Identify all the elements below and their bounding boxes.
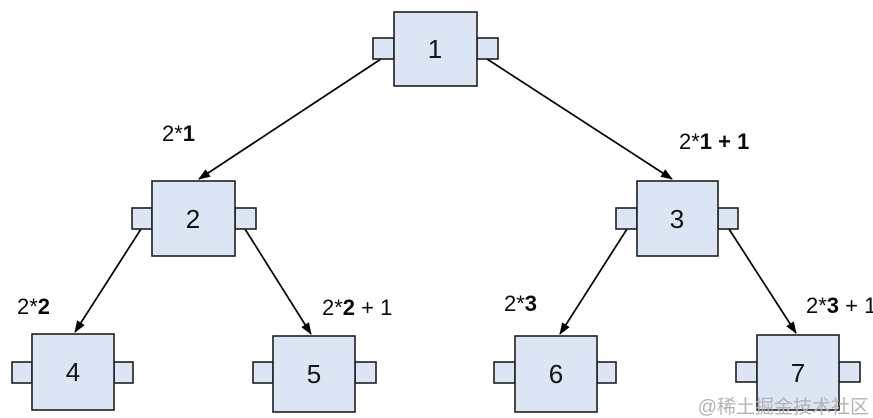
- edge-label-right-child-of-1: 2*1 + 1: [679, 129, 749, 154]
- node-3-box: [636, 180, 719, 257]
- node-5-value: 5: [307, 359, 321, 389]
- node-1-box: [393, 11, 478, 87]
- node-5-port-right: [354, 361, 377, 384]
- node-5-box: [272, 335, 356, 413]
- node-3-port-left: [615, 207, 638, 230]
- node-1-value: 1: [428, 34, 442, 64]
- node-2-box: [151, 180, 236, 257]
- edge-2-to-4: [74, 228, 142, 333]
- tree-node-3: 3: [615, 180, 739, 257]
- edge-2-to-5: [244, 228, 312, 335]
- watermark-text: @稀土掘金技术社区: [698, 396, 869, 418]
- node-4-port-right: [113, 361, 134, 384]
- node-6-port-left: [493, 361, 516, 384]
- node-4-value: 4: [66, 357, 80, 387]
- node-7-value: 7: [791, 358, 805, 388]
- tree-node-7: 7: [735, 334, 861, 411]
- node-1-port-right: [476, 37, 499, 60]
- node-6-port-right: [596, 361, 617, 384]
- tree-node-4: 4: [11, 333, 134, 411]
- tree-node-5: 5: [252, 335, 377, 413]
- edge-label-left-child-of-1: 2*1: [162, 121, 195, 146]
- node-5-port-left: [252, 361, 274, 384]
- tree-node-1: 1: [372, 11, 499, 87]
- tree-node-2: 2: [131, 180, 257, 257]
- edge-label-left-child-of-3: 2*3: [504, 291, 537, 316]
- edge-label-left-child-of-2: 2*2: [17, 294, 50, 319]
- edge-1-to-3: [486, 58, 673, 180]
- tree-node-6: 6: [493, 335, 617, 413]
- edge-label-right-child-of-2: 2*2 + 1: [322, 295, 392, 320]
- node-6-box: [514, 335, 598, 413]
- node-7-box: [756, 334, 840, 411]
- node-4-box: [31, 333, 115, 411]
- edge-3-to-6: [559, 228, 628, 335]
- node-3-port-right: [717, 207, 739, 230]
- node-4-port-left: [11, 361, 33, 384]
- node-6-value: 6: [549, 359, 563, 389]
- node-2-value: 2: [186, 204, 200, 234]
- edge-label-right-child-of-3: 2*3 + 1: [806, 293, 873, 318]
- node-2-port-left: [131, 207, 153, 230]
- edge-1-to-2: [198, 58, 382, 180]
- edge-3-to-7: [728, 228, 797, 334]
- node-7-port-left: [735, 361, 758, 383]
- node-7-port-right: [838, 361, 861, 383]
- node-2-port-right: [234, 207, 257, 230]
- node-3-value: 3: [670, 204, 684, 234]
- node-1-port-left: [372, 37, 395, 60]
